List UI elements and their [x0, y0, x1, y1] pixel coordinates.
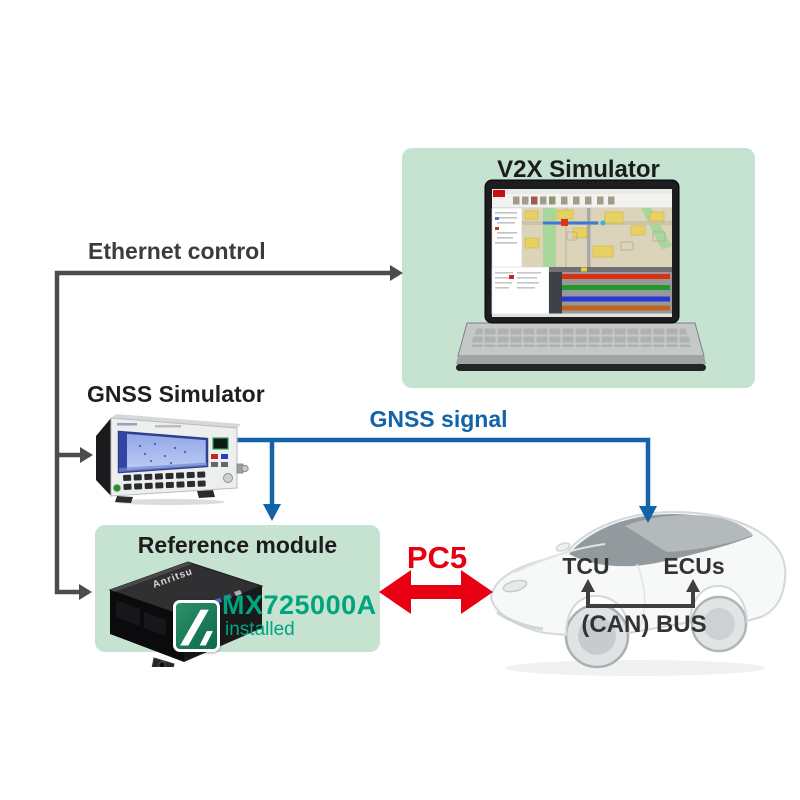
pc5-label: PC5: [406, 540, 468, 575]
car-shadow: [505, 660, 765, 676]
laptop-base: [456, 322, 706, 371]
side-mirror: [555, 542, 571, 552]
gnss-simulator-illustration: [96, 414, 249, 505]
reference-module-title: Reference module: [137, 532, 338, 558]
v2x-simulator-title: V2X Simulator: [497, 156, 660, 183]
ethernet-control-arrow: [54, 265, 403, 600]
ethernet-control-label: Ethernet control: [88, 238, 266, 264]
instrument-mini-display: [212, 437, 229, 450]
front-wheel-hub: [578, 617, 616, 655]
installed-label: installed: [225, 619, 295, 640]
car-roof: [625, 514, 753, 552]
hood-crease: [514, 543, 606, 573]
anritsu-logo-glyph: [180, 609, 213, 646]
instrument-side: [96, 418, 111, 496]
laptop-screen: [484, 179, 680, 324]
model-number-label: MX725000A: [222, 590, 377, 620]
rf-connector: [241, 464, 249, 473]
front-intake: [496, 610, 544, 631]
door-line: [636, 563, 646, 631]
laptop-illustration: [456, 179, 706, 371]
instrument-shadow: [115, 499, 225, 505]
tcu-label: TCU: [562, 553, 610, 579]
headlight: [502, 579, 528, 593]
gnss-signal-line: [233, 437, 657, 523]
power-button: [112, 483, 122, 493]
rear-wheel-hub: [703, 608, 735, 640]
gnss-signal-label: GNSS signal: [369, 406, 508, 432]
pc5-arrow: [379, 570, 493, 614]
can-bus-label: (CAN) BUS: [581, 611, 707, 638]
anritsu-logo: [173, 600, 220, 652]
ecus-label: ECUs: [663, 553, 725, 579]
instrument-knob: [223, 473, 233, 483]
instrument-keypad: [123, 471, 206, 490]
can-bus-bracket: [581, 579, 700, 608]
gnss-simulator-label: GNSS Simulator: [87, 381, 265, 407]
car-illustration: [489, 510, 787, 676]
